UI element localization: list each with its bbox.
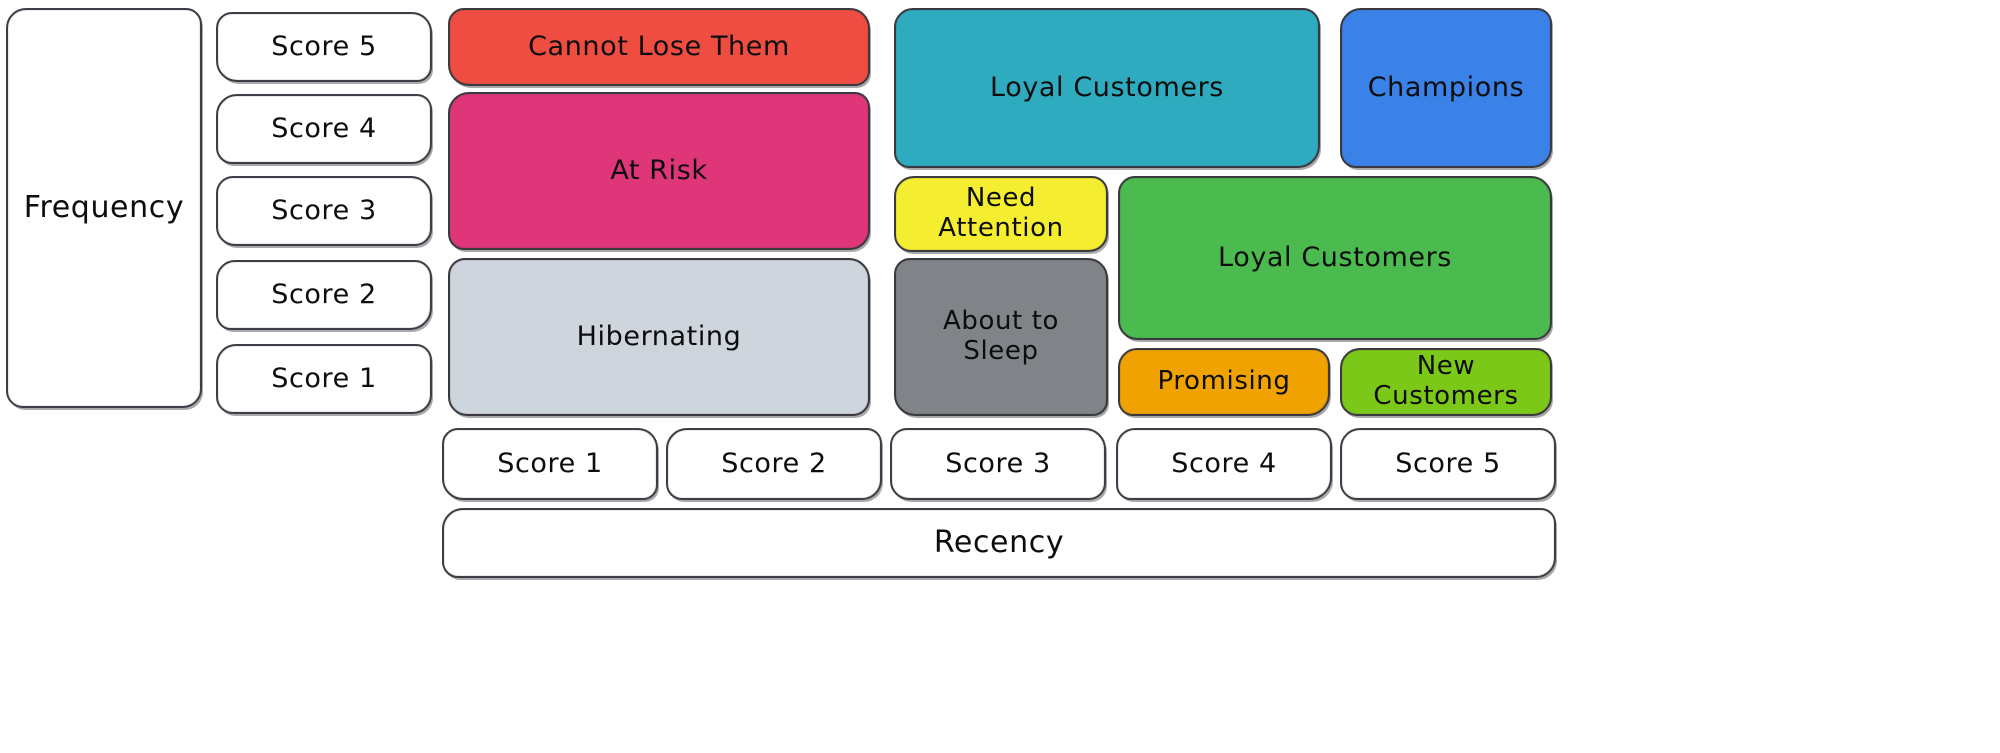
segment-loyal-customers-green[interactable]: Loyal Customers — [1118, 176, 1552, 340]
frequency-score-1: Score 1 — [216, 344, 432, 414]
recency-score-3: Score 3 — [890, 428, 1106, 500]
segment-cannot-lose-them[interactable]: Cannot Lose Them — [448, 8, 870, 86]
frequency-score-4: Score 4 — [216, 94, 432, 164]
frequency-score-3: Score 3 — [216, 176, 432, 246]
segment-champions[interactable]: Champions — [1340, 8, 1552, 168]
recency-score-5: Score 5 — [1340, 428, 1556, 500]
segment-at-risk[interactable]: At Risk — [448, 92, 870, 250]
segment-about-to-sleep[interactable]: About to Sleep — [894, 258, 1108, 416]
segment-hibernating[interactable]: Hibernating — [448, 258, 870, 416]
frequency-axis-label: Frequency — [6, 8, 202, 408]
frequency-score-5: Score 5 — [216, 12, 432, 82]
recency-score-2: Score 2 — [666, 428, 882, 500]
segment-loyal-customers-teal[interactable]: Loyal Customers — [894, 8, 1320, 168]
recency-score-4: Score 4 — [1116, 428, 1332, 500]
segment-promising[interactable]: Promising — [1118, 348, 1330, 416]
segment-new-customers[interactable]: New Customers — [1340, 348, 1552, 416]
recency-axis-label: Recency — [442, 508, 1556, 578]
segment-need-attention[interactable]: Need Attention — [894, 176, 1108, 252]
frequency-score-2: Score 2 — [216, 260, 432, 330]
recency-score-1: Score 1 — [442, 428, 658, 500]
